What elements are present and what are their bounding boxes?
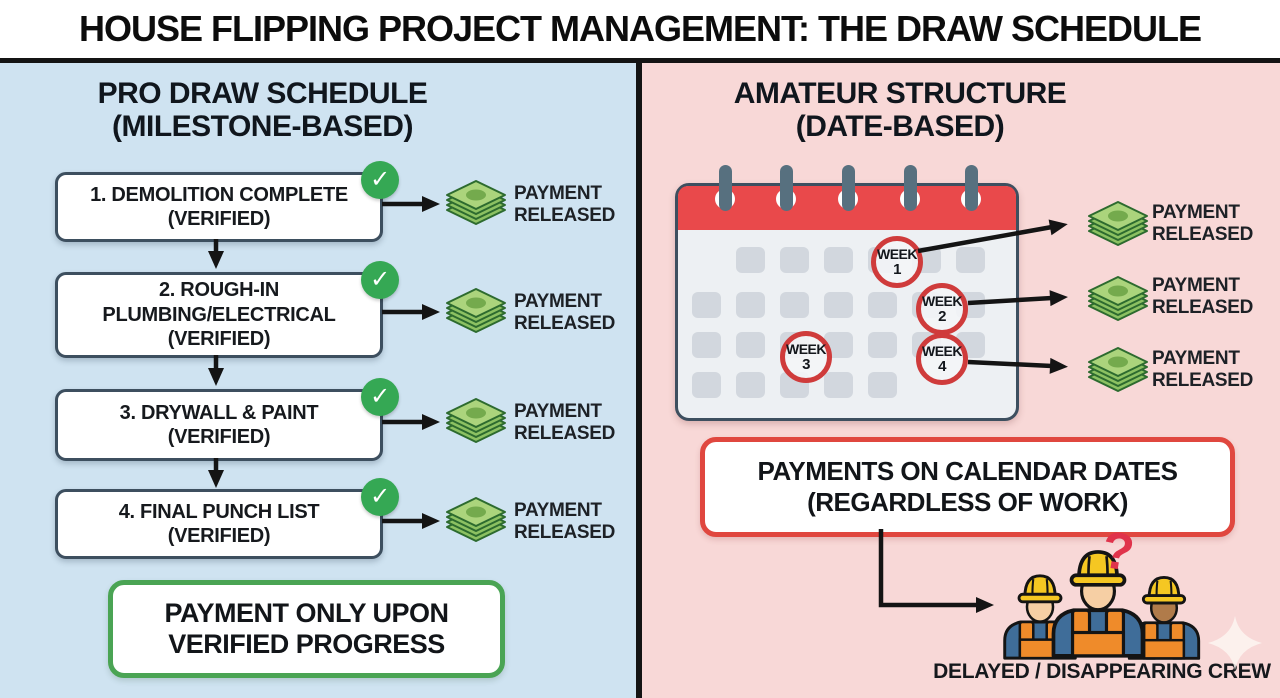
calendar-ring [964,165,978,211]
calendar-day [736,372,765,398]
money-stack-icon [446,398,506,443]
calendar-day [868,292,897,318]
milestone-4-line1: 4. FINAL PUNCH LIST [118,500,320,523]
amateur-heading-line2: (DATE-BASED) [795,110,1005,143]
sparkle-icon [1208,616,1262,670]
milestone-1-line2: (VERIFIED) [167,208,271,230]
check-circle-icon: ✓ [361,161,399,199]
money-stack-icon [1088,276,1148,321]
calendar-ring [903,165,917,211]
milestone-2-line3: (VERIFIED) [167,328,271,351]
calendar-day [780,247,809,273]
calendar-ring [779,165,793,211]
check-circle-icon: ✓ [361,378,399,416]
milestone-box-1: 1. DEMOLITION COMPLETE (VERIFIED) ✓ [55,161,399,242]
amateur-heading-line1: AMATEUR STRUCTURE [733,77,1067,110]
pro-heading-line2: (MILESTONE-BASED) [112,110,413,143]
check-circle-icon: ✓ [361,478,399,516]
pro-heading-line1: PRO DRAW SCHEDULE [97,77,428,110]
milestone-2-line1: 2. ROUGH-IN [158,279,280,302]
calendar-day [824,372,853,398]
calendar: WEEK 1 WEEK 2 WEEK 3 WEEK 4 [675,165,1019,421]
calendar-day [868,332,897,358]
calendar-ring [718,165,732,211]
calendar-day [868,372,897,398]
money-stack-icon [446,288,506,333]
pro-conclusion-box: PAYMENT ONLY UPON VERIFIED PROGRESS [108,580,505,678]
calendar-day [824,292,853,318]
pro-conclusion-line2: VERIFIED PROGRESS [168,629,445,659]
amateur-panel: AMATEUR STRUCTURE (DATE-BASED) WEEK 1 WE… [642,63,1280,698]
page-title: HOUSE FLIPPING PROJECT MANAGEMENT: THE D… [78,8,1202,49]
milestone-1-line1: 1. DEMOLITION COMPLETE [90,183,348,206]
pro-panel: PRO DRAW SCHEDULE (MILESTONE-BASED) 1. D… [0,63,636,698]
milestone-box-2: 2. ROUGH-IN PLUMBING/ELECTRICAL (VERIFIE… [55,261,399,358]
amateur-panel-heading: AMATEUR STRUCTURE (DATE-BASED) [642,77,1158,143]
milestone-box-3: 3. DRYWALL & PAINT (VERIFIED) ✓ [55,378,399,461]
check-circle-icon: ✓ [361,261,399,299]
payment-released-label: PAYMENT RELEASED [1152,275,1254,319]
amateur-callout-line2: (REGARDLESS OF WORK) [807,487,1128,517]
calendar-day [780,292,809,318]
calendar-day [692,372,721,398]
amateur-callout-box: PAYMENTS ON CALENDAR DATES (REGARDLESS O… [700,437,1235,537]
payment-released-label: PAYMENT RELEASED [1152,202,1254,246]
money-stack-icon [446,180,506,225]
pro-conclusion-line1: PAYMENT ONLY UPON [164,597,449,628]
panel-divider [636,58,642,698]
payment-released-label: PAYMENT RELEASED [514,183,616,227]
calendar-day [692,332,721,358]
worker-lead-icon [1051,550,1145,658]
week-1-circle: WEEK 1 [871,236,923,288]
milestone-3-line2: (VERIFIED) [167,426,271,448]
title-bar: HOUSE FLIPPING PROJECT MANAGEMENT: THE D… [0,0,1280,58]
payment-released-label: PAYMENT RELEASED [514,291,616,335]
money-stack-icon [1088,347,1148,392]
milestone-box-4: 4. FINAL PUNCH LIST (VERIFIED) ✓ [55,478,399,559]
pro-panel-heading: PRO DRAW SCHEDULE (MILESTONE-BASED) [0,77,525,143]
calendar-day [736,292,765,318]
amateur-callout-line1: PAYMENTS ON CALENDAR DATES [757,456,1178,487]
week-3-circle: WEEK 3 [780,331,832,383]
calendar-ring [841,165,855,211]
week-2-circle: WEEK 2 [916,283,968,335]
week-4-circle: WEEK 4 [916,333,968,385]
calendar-day [692,292,721,318]
milestone-4-line2: (VERIFIED) [167,525,271,547]
milestone-3-line1: 3. DRYWALL & PAINT [119,401,319,424]
calendar-day [956,247,985,273]
money-stack-icon [1088,201,1148,246]
calendar-day [736,247,765,273]
money-stack-icon [446,497,506,542]
payment-released-label: PAYMENT RELEASED [514,401,616,445]
milestone-2-line2: PLUMBING/ELECTRICAL [102,303,336,326]
calendar-day [824,247,853,273]
calendar-day [736,332,765,358]
crew-caption: DELAYED / DISAPPEARING CREW [933,660,1271,683]
payment-released-label: PAYMENT RELEASED [1152,348,1254,392]
payment-released-label: PAYMENT RELEASED [514,500,616,544]
